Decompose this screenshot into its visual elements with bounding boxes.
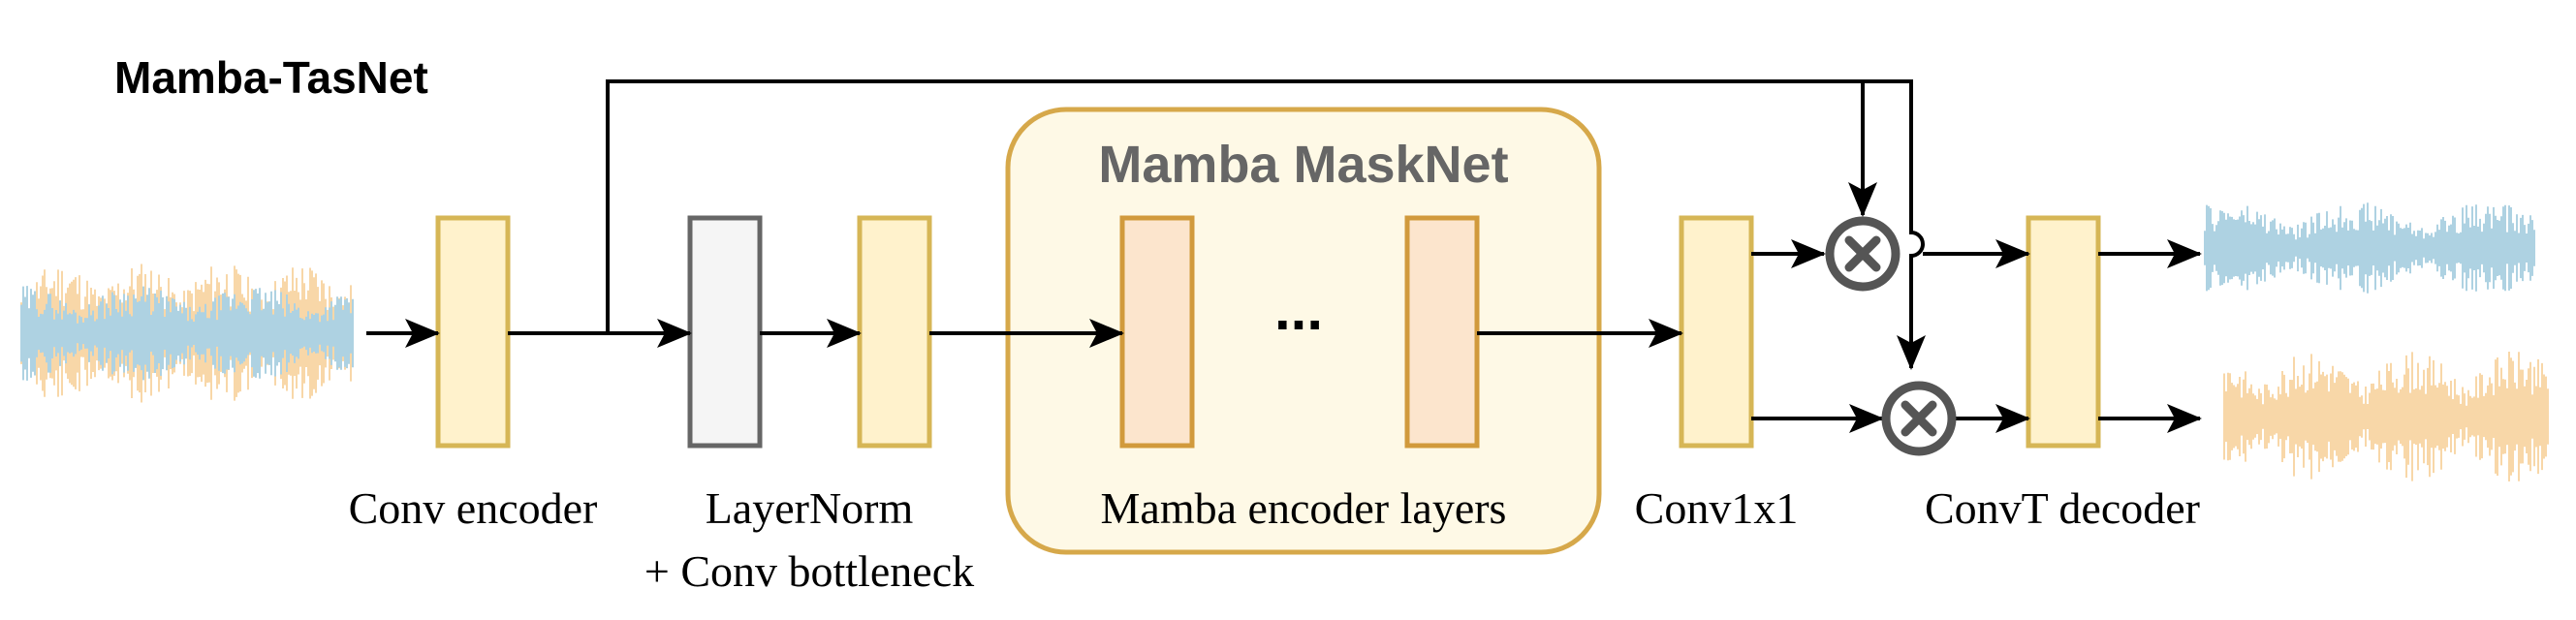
multiply-icon xyxy=(1825,216,1901,292)
waveform-output-orange xyxy=(2223,352,2549,481)
conv-bottleneck-block xyxy=(857,215,932,449)
waveform-orange-output-icon xyxy=(2223,352,2549,481)
layernorm-block xyxy=(687,215,763,449)
waveform-mixture-blue xyxy=(20,286,354,381)
conv1x1-block xyxy=(1679,215,1754,449)
caption-conv-encoder: Conv encoder xyxy=(349,483,598,533)
skip-connection-to-mult2 xyxy=(1863,79,1926,370)
caption-mamba-layers: Mamba encoder layers xyxy=(1101,483,1507,533)
masknet-ellipsis: ... xyxy=(1274,277,1323,342)
waveform-output-blue xyxy=(2204,202,2535,294)
multiply-icon xyxy=(1881,381,1957,456)
conv-encoder-block xyxy=(435,215,511,449)
caption-convt-decoder: ConvT decoder xyxy=(1925,483,2200,533)
mamba-layer-first-block xyxy=(1119,215,1195,449)
convt-decoder-block xyxy=(2026,215,2101,449)
skip-connection-to-mult1 xyxy=(606,79,1877,333)
diagram-title: Mamba-TasNet xyxy=(114,52,428,103)
mamba-layer-last-block xyxy=(1404,215,1480,449)
caption-layernorm: LayerNorm xyxy=(706,483,914,533)
caption-conv1x1: Conv1x1 xyxy=(1635,483,1799,533)
masknet-title: Mamba MaskNet xyxy=(1098,136,1508,194)
waveform-blue-output-icon xyxy=(2204,202,2535,294)
waveform-mixture-icon xyxy=(20,264,354,403)
caption-conv-bottleneck: + Conv bottleneck xyxy=(644,546,974,596)
